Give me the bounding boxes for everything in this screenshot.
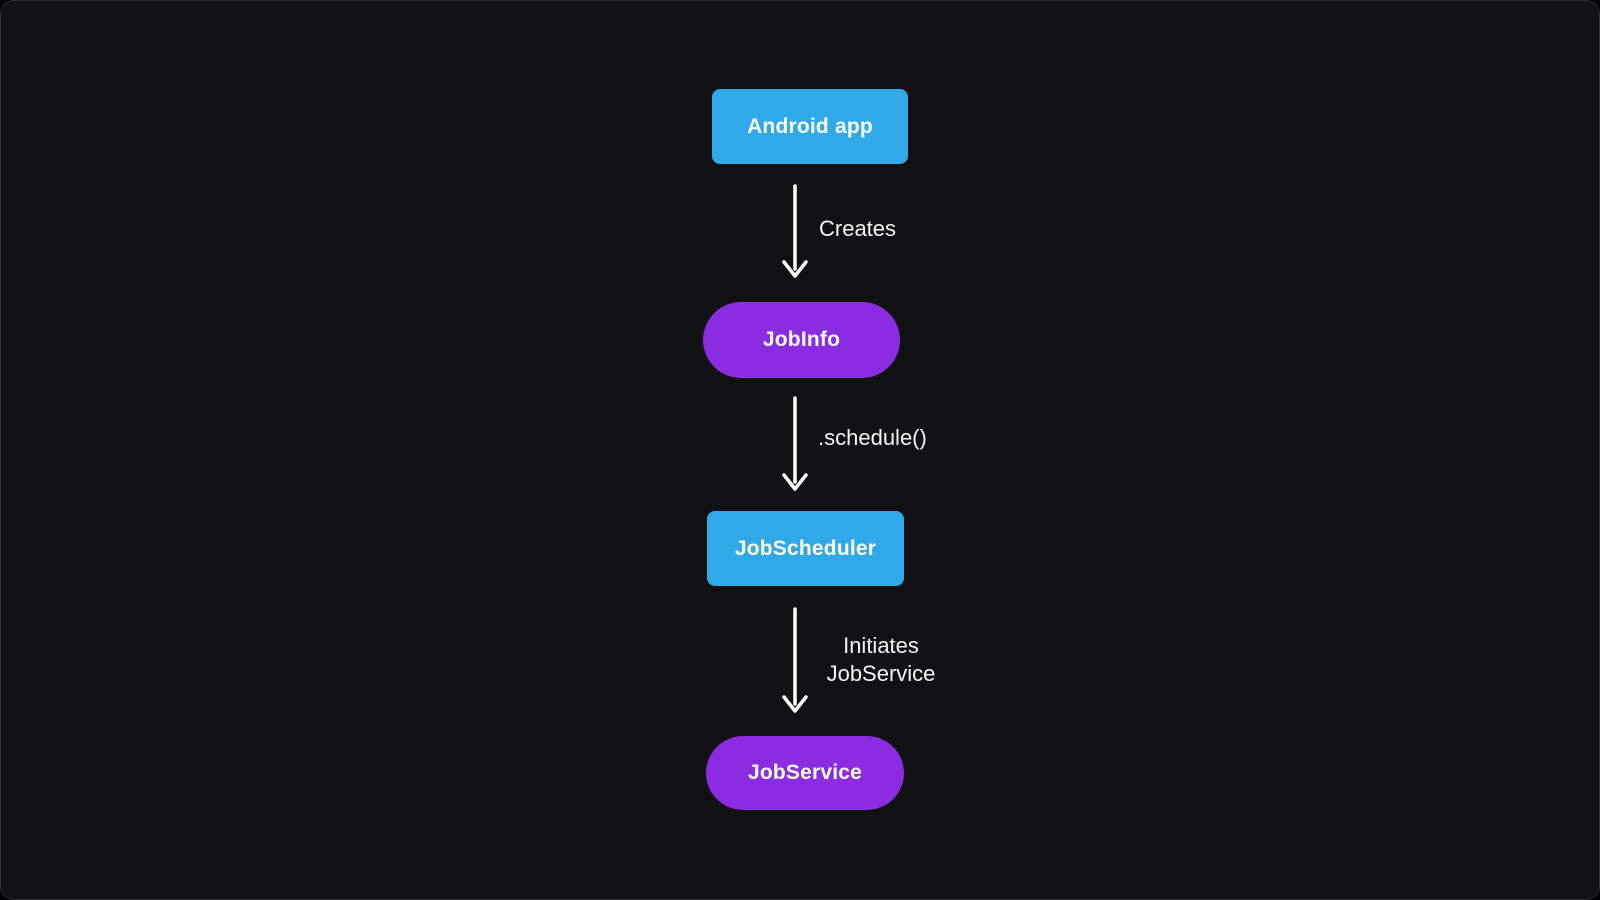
arrow-schedule (782, 396, 808, 491)
node-jobscheduler: JobScheduler (707, 511, 904, 586)
node-jobscheduler-label: JobScheduler (734, 536, 877, 560)
node-android-app-label: Android app (747, 114, 873, 138)
edge-label-schedule: .schedule() (818, 425, 927, 450)
node-jobinfo-label: JobInfo (762, 328, 841, 351)
arrow-creates (782, 184, 808, 278)
arrow-schedule-head (782, 473, 808, 491)
arrow-initiates-head (782, 695, 808, 713)
edge-label-creates: Creates (819, 216, 897, 241)
node-android-app: Android app (712, 89, 908, 164)
node-jobinfo: JobInfo (703, 302, 900, 378)
node-jobservice: JobService (706, 736, 904, 810)
node-jobservice-label: JobService (747, 761, 863, 784)
arrow-creates-head (782, 260, 808, 278)
edge-label-initiates-jobservice: Initiates JobService (826, 633, 936, 686)
